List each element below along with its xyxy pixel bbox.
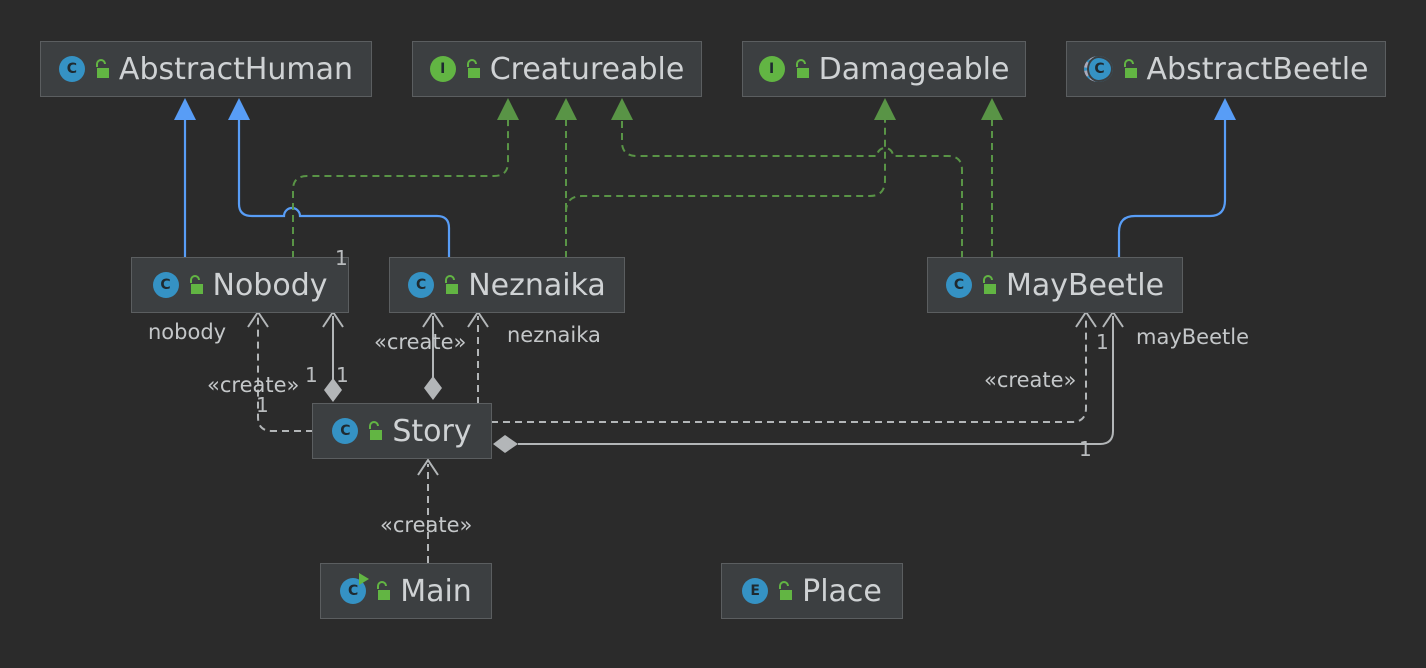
- node-nobody[interactable]: C Nobody: [131, 257, 349, 313]
- node-name: Place: [802, 573, 882, 609]
- node-neznaika[interactable]: C Neznaika: [389, 257, 625, 313]
- composition-diamonds: [324, 376, 518, 453]
- node-name: AbstractBeetle: [1146, 51, 1369, 87]
- node-abstract-human[interactable]: C AbstractHuman: [40, 41, 372, 97]
- multiplicity-label: 1: [305, 363, 318, 387]
- arrowhead-impl-1: [497, 98, 519, 120]
- lock-icon: [982, 275, 996, 294]
- arrowhead-extends-2: [228, 98, 250, 120]
- arrowhead-extends-3: [1214, 98, 1236, 120]
- lock-icon: [445, 275, 459, 294]
- role-label-neznaika: neznaika: [507, 323, 601, 347]
- lock-icon: [795, 59, 809, 78]
- arrowhead-extends-1: [174, 98, 196, 120]
- multiplicity-label: 1: [336, 363, 349, 387]
- edge-story-maybeetle-assoc: [518, 316, 1114, 445]
- edge-maybeetle-implements-creatureable: [621, 118, 963, 258]
- node-abstract-beetle[interactable]: C AbstractBeetle: [1066, 41, 1386, 97]
- lock-icon: [466, 59, 480, 78]
- interface-icon: I: [429, 56, 456, 82]
- role-label-nobody: nobody: [148, 320, 227, 344]
- extends-edges: [183, 118, 1227, 258]
- class-icon: C: [332, 418, 359, 444]
- abstract-class-icon: C: [1083, 56, 1113, 82]
- diamond-neznaika: [424, 376, 442, 400]
- create-label-maybeetle: «create»: [984, 368, 1077, 392]
- interface-icon: I: [758, 56, 785, 82]
- implements-edges: [292, 118, 993, 258]
- node-name: Nobody: [212, 267, 328, 303]
- lock-icon: [1123, 59, 1137, 78]
- extends-arrowheads: [174, 98, 1236, 120]
- node-story[interactable]: C Story: [312, 403, 492, 459]
- enum-icon: E: [742, 578, 769, 604]
- edge-story-creates-maybeetle: [491, 316, 1087, 423]
- node-name: Neznaika: [468, 267, 606, 303]
- node-name: Main: [400, 573, 472, 609]
- node-main[interactable]: C Main: [320, 563, 492, 619]
- node-maybeetle[interactable]: C MayBeetle: [927, 257, 1183, 313]
- multiplicity-label: 1: [335, 246, 348, 270]
- lock-icon: [377, 581, 391, 600]
- lock-icon: [189, 275, 203, 294]
- arrowhead-impl-5: [981, 98, 1003, 120]
- role-label-maybeetle: mayBeetle: [1136, 325, 1249, 349]
- edge-story-creates-nobody: [257, 316, 313, 432]
- multiplicity-label: 1: [1096, 330, 1109, 354]
- create-label-neznaika: «create»: [374, 330, 467, 354]
- node-creatureable[interactable]: I Creatureable: [412, 41, 702, 97]
- node-name: Creatureable: [489, 51, 685, 87]
- node-name: Damageable: [818, 51, 1010, 87]
- association-edges: [332, 316, 1114, 445]
- dependency-edges: [257, 316, 1087, 563]
- class-icon: C: [58, 56, 85, 82]
- node-name: MayBeetle: [1005, 267, 1165, 303]
- node-damageable[interactable]: I Damageable: [742, 41, 1026, 97]
- main-class-icon: C: [340, 573, 370, 604]
- lock-icon: [369, 421, 383, 440]
- arrow-open-7: [417, 458, 439, 476]
- multiplicity-label: 1: [1079, 437, 1092, 461]
- multiplicity-label: 1: [256, 393, 269, 417]
- arrowhead-impl-2: [555, 98, 577, 120]
- diamond-maybeetle: [493, 435, 518, 453]
- class-icon: C: [945, 272, 972, 298]
- lock-icon: [95, 59, 109, 78]
- edge-nobody-implements-creatureable: [292, 118, 509, 258]
- edge-neznaika-implements-damageable: [565, 118, 886, 213]
- create-label-story: «create»: [380, 513, 473, 537]
- edge-maybeetle-extends-abstractbeetle: [1117, 118, 1227, 258]
- arrowhead-impl-4: [874, 98, 896, 120]
- node-place[interactable]: E Place: [721, 563, 903, 619]
- node-name: AbstractHuman: [118, 51, 354, 87]
- class-icon: C: [408, 272, 435, 298]
- arrowhead-impl-3: [611, 98, 633, 120]
- lock-icon: [779, 581, 793, 600]
- diamond-nobody: [324, 378, 342, 402]
- create-label-nobody: «create»: [207, 373, 300, 397]
- implements-arrowheads: [497, 98, 1003, 120]
- class-icon: C: [152, 272, 179, 298]
- edge-neznaika-extends-abstracthuman: [237, 118, 451, 258]
- node-name: Story: [392, 413, 472, 449]
